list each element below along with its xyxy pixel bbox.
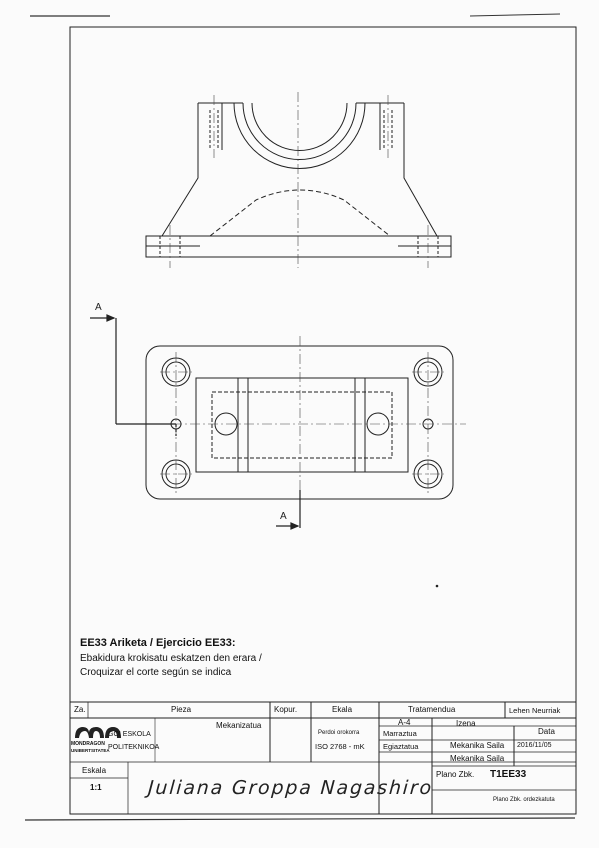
ekala-label: Ekala xyxy=(332,705,353,714)
school-line1: GOI ESKOLA xyxy=(108,731,151,738)
format-value: A-4 xyxy=(398,718,411,727)
data-label: Data xyxy=(538,727,555,736)
za-label: Za. xyxy=(74,705,86,714)
front-view xyxy=(145,102,452,258)
egiaztatua-label: Egiaztatua xyxy=(383,742,419,751)
front-view-centerlines xyxy=(169,92,429,268)
logo-line1: MONDRAGON xyxy=(71,741,105,747)
perdoi-label: Perdoi orokorra xyxy=(318,730,360,736)
top-view-centerlines xyxy=(136,336,466,510)
title-block-grid xyxy=(69,701,577,815)
perdoi-value: ISO 2768 - mK xyxy=(315,742,365,751)
mondragon-logo xyxy=(75,727,121,738)
plano-label: Plano Zbk. xyxy=(436,770,475,779)
pieza-label: Pieza xyxy=(171,705,192,714)
mekanizatua-label: Mekanizatua xyxy=(216,721,262,730)
eskala-label: Eskala xyxy=(82,766,107,775)
instruction-basque: Ebakidura krokisatu eskatzen den erara / xyxy=(80,653,262,664)
scale-value: 1:1 xyxy=(90,783,102,792)
drawn-by-value: Mekanika Saila xyxy=(450,741,505,750)
plano-value: T1EE33 xyxy=(490,769,527,780)
instruction-spanish: Croquizar el corte según se indica xyxy=(80,667,232,678)
plano-replaced-label: Plano Zbk. ordezkatuta xyxy=(493,797,555,803)
exercise-title: EE33 Ariketa / Ejercicio EE33: xyxy=(80,637,236,649)
marraztua-label: Marraztua xyxy=(383,729,417,738)
kopur-label: Kopur. xyxy=(274,705,298,714)
top-view xyxy=(145,345,454,500)
date-value: 2016/11/05 xyxy=(517,742,552,749)
section-mark-bottom: A xyxy=(280,511,287,522)
lehen-neurriak-label: Lehen Neurriak xyxy=(509,706,561,715)
section-line xyxy=(90,314,301,530)
school-line2: POLITEKNIKOA xyxy=(108,744,160,751)
logo-line2: UNIBERTSITATEA xyxy=(71,748,110,753)
section-mark-top: A xyxy=(95,302,102,313)
tratamendua-label: Tratamendua xyxy=(408,705,456,714)
izena-label: Izena xyxy=(456,719,476,728)
student-signature: Juliana Groppa Nagashiro xyxy=(147,777,434,799)
checked-by-value: Mekanika Saila xyxy=(450,754,505,763)
